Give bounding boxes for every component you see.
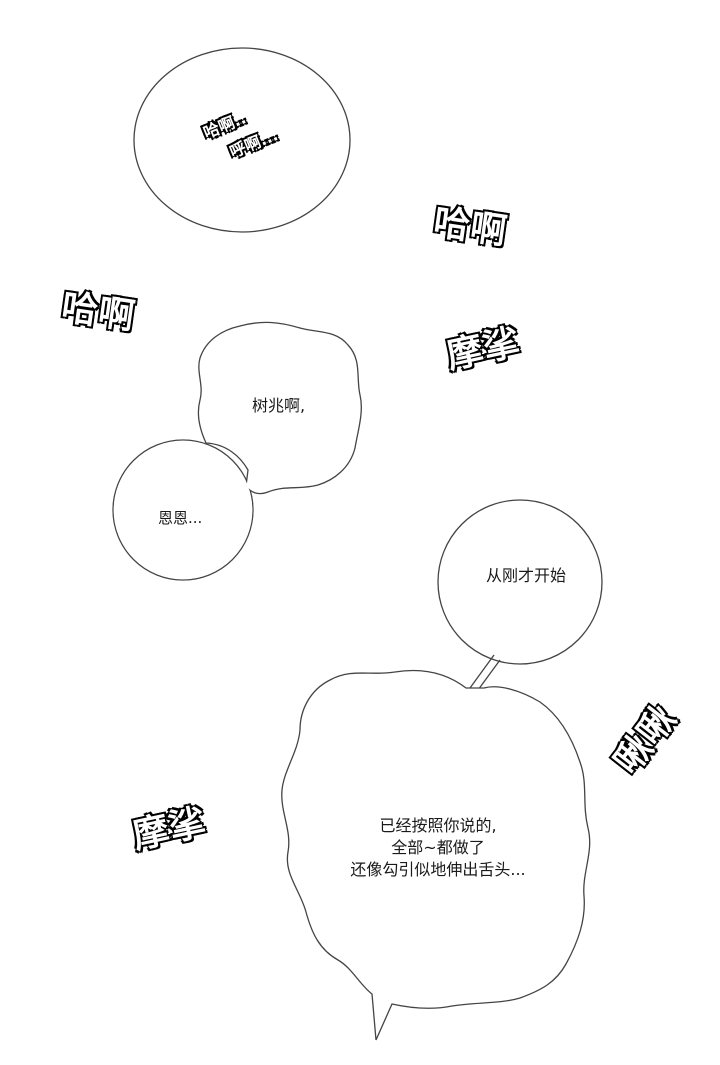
speech-text-shuzhao: 树兆啊, bbox=[252, 396, 306, 415]
wavy-bubble-bottom bbox=[281, 669, 591, 1041]
speech-text-since-earlier: 从刚才开始 bbox=[486, 566, 567, 585]
wavy-bubble-middle bbox=[197, 321, 362, 495]
speech-line-1: 已经按照你说的, bbox=[379, 816, 497, 835]
sfx-haa-right: 哈啊 bbox=[430, 201, 511, 254]
speech-line-3: 还像勾引似地伸出舌头... bbox=[350, 860, 526, 879]
bubble-connector bbox=[469, 654, 501, 691]
speech-text-enen: 恩恩... bbox=[158, 509, 203, 527]
round-bubble-right bbox=[437, 499, 603, 665]
speech-line-2: 全部~都做了 bbox=[391, 838, 485, 857]
sfx-haa-left: 哈啊 bbox=[58, 286, 139, 339]
oval-bubble-top bbox=[133, 47, 351, 233]
speech-text-long: 已经按照你说的, 全部~都做了 还像勾引似地伸出舌头... bbox=[308, 815, 568, 881]
